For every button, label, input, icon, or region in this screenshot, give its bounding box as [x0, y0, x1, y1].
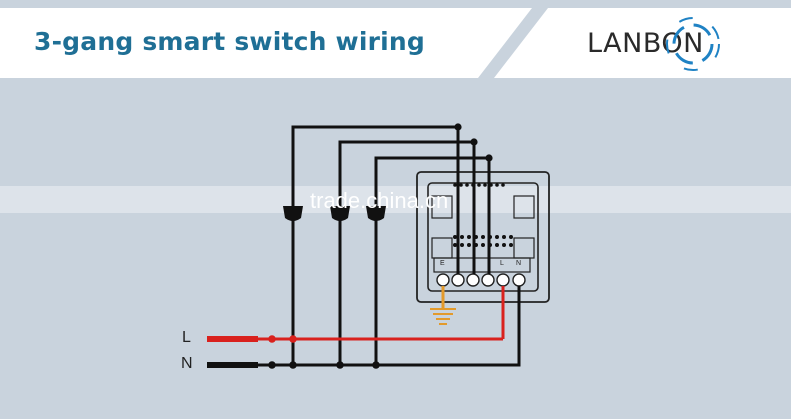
- live-wire: [207, 286, 505, 341]
- neutral-label: N: [181, 355, 193, 372]
- header-banner: 3-gang smart switch wiring LANBON: [0, 0, 791, 80]
- header-background: [0, 8, 791, 78]
- terminal-label: N: [516, 260, 522, 267]
- page-title: 3-gang smart switch wiring: [34, 27, 425, 56]
- line-label: L: [182, 329, 191, 346]
- brand-logo: LANBON: [587, 28, 704, 59]
- lamp-icon: [283, 206, 386, 221]
- terminal-label: E: [440, 260, 445, 267]
- junction-dots: [268, 123, 493, 369]
- ground-symbol-icon: [430, 286, 456, 325]
- logo-signal-icon: [666, 17, 720, 71]
- watermark-text: trade.china.cn: [310, 188, 449, 213]
- watermark-band: [0, 186, 791, 213]
- switch-module: [416, 171, 550, 303]
- load-wires: [207, 125, 521, 367]
- terminal-label: L: [500, 260, 504, 267]
